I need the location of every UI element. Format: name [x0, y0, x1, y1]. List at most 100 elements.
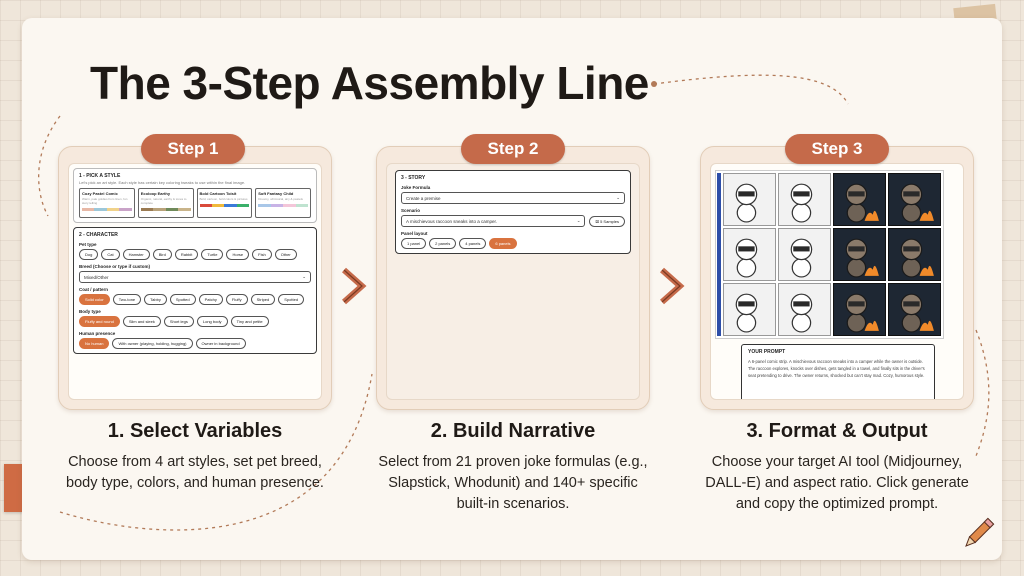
human-presence-chip[interactable]: No human — [79, 338, 110, 349]
coat-chip[interactable]: Solid color — [79, 294, 110, 305]
scenario-select[interactable]: A mischievous raccoon sneaks into a camp… — [401, 215, 586, 227]
raccoon-mask — [848, 246, 865, 252]
body-type-label: Body type — [79, 309, 101, 314]
coat-chip[interactable]: Spotted — [278, 294, 305, 305]
raccoon-illustration — [790, 293, 813, 333]
style-card-description: Organic, natural, earthy & tones to comp… — [140, 197, 187, 205]
raccoon-body — [846, 202, 867, 223]
prompt-title: YOUR PROMPT — [748, 349, 786, 355]
joke-formula-label: Joke Formula — [401, 185, 431, 190]
pet-type-chip[interactable]: Bird — [152, 249, 172, 260]
breed-select[interactable]: Mixed/Other ⌄ — [79, 271, 311, 283]
style-card-name: Soft Fantasy Child — [258, 191, 294, 196]
comic-panel-color — [888, 283, 941, 336]
raccoon-mask — [793, 191, 810, 197]
swatch-color — [258, 204, 271, 207]
pet-type-chip[interactable]: Turtle — [201, 249, 224, 260]
panel-layout-chip[interactable]: 6 panels — [489, 238, 517, 249]
raccoon-body — [846, 257, 867, 278]
comic-panel-sketch — [723, 228, 776, 281]
raccoon-illustration — [735, 293, 758, 333]
dice-icon: ⚄ — [595, 218, 599, 224]
samples-button[interactable]: ⚄ 5 Samples — [589, 215, 625, 227]
comic-panel-color — [833, 228, 886, 281]
comic-panel-sketch — [778, 173, 831, 226]
swatch-color — [295, 204, 308, 207]
step-1-description: Choose from 4 art styles, set pet breed,… — [66, 454, 324, 491]
color-swatch — [82, 208, 132, 211]
step-2-heading: 2. Build Narrative — [430, 420, 596, 442]
campfire-shape — [919, 210, 934, 221]
style-card-name: Bold Cartoon Toisit — [199, 191, 237, 196]
chevron-down-icon: ⌄ — [576, 218, 581, 223]
raccoon-mask — [738, 246, 755, 252]
comic-panel-color — [888, 173, 941, 226]
pet-type-chip[interactable]: Hamster — [122, 249, 150, 260]
coat-chip[interactable]: Tabby — [144, 294, 167, 305]
campfire-shape — [919, 265, 934, 276]
style-card-description: Warm, pale goldies from linen, fun story… — [82, 197, 128, 205]
comic-panel-color — [833, 173, 886, 226]
raccoon-body — [736, 202, 757, 223]
story-title: 3 - STORY — [401, 175, 426, 181]
color-swatch — [140, 208, 191, 211]
color-swatch — [199, 204, 250, 207]
panel-layout-chip[interactable]: 2 panels — [429, 238, 457, 249]
coat-chip[interactable]: Fluffy — [225, 294, 248, 305]
coat-chip[interactable]: Two-tone — [112, 294, 142, 305]
raccoon-mask — [903, 301, 920, 307]
raccoon-body — [791, 202, 812, 223]
joke-formula-select[interactable]: Create a premise ⌄ — [401, 192, 625, 204]
campfire-shape — [864, 320, 879, 331]
pet-type-chip[interactable]: Cat — [101, 249, 120, 260]
coat-chip[interactable]: Spotted — [169, 294, 196, 305]
style-card-description: Bold, cartoon, bold colors & pictures — [199, 197, 248, 201]
swatch-color — [236, 204, 250, 207]
pet-type-chip[interactable]: Fish — [252, 249, 272, 260]
page-title: The 3-Step Assembly Line — [90, 57, 649, 109]
pet-type-chip[interactable]: Horse — [226, 249, 250, 260]
human-presence-chip[interactable]: With owner (playing, holding, hugging) — [112, 338, 193, 349]
comic-thumbnail-grid — [715, 170, 944, 339]
body-type-chip[interactable]: Fluffy and round — [79, 316, 120, 327]
scenario-label: Scenario — [401, 208, 421, 213]
step-3-panel: YOUR PROMPT A 6-panel comic strip. A mis… — [700, 146, 974, 410]
comic-panel-sketch — [778, 283, 831, 336]
pick-style-subtitle: Let's pick an art style. Each style has … — [79, 180, 246, 185]
body-type-chip[interactable]: Long body — [196, 316, 228, 327]
step-3-heading: 3. Format & Output — [746, 420, 928, 442]
prompt-output-box[interactable]: YOUR PROMPT A 6-panel comic strip. A mis… — [741, 344, 935, 399]
panel-layout-chip[interactable]: 4 panels — [459, 238, 487, 249]
swatch-color — [82, 208, 95, 211]
campfire-shape — [864, 265, 879, 276]
raccoon-body — [846, 312, 867, 333]
coat-chip[interactable]: Patchy — [198, 294, 223, 305]
body-type-chip[interactable]: Slim and sleek — [122, 316, 161, 327]
pet-type-chip[interactable]: Other — [274, 249, 297, 260]
color-swatch — [258, 204, 308, 207]
swatch-color — [140, 208, 154, 211]
panel-layout-chip[interactable]: 1 panel — [401, 238, 427, 249]
human-presence-chip[interactable]: Owner in background — [195, 338, 246, 349]
step-3-screenshot: YOUR PROMPT A 6-panel comic strip. A mis… — [710, 163, 964, 400]
pet-type-chip[interactable]: Dog — [79, 249, 99, 260]
swatch-color — [153, 208, 166, 211]
body-type-chip[interactable]: Short legs — [163, 316, 194, 327]
connector-title-to-notes — [653, 74, 849, 105]
joke-formula-value: Create a premise — [406, 195, 441, 201]
chevron-down-icon: ⌄ — [616, 195, 620, 200]
samples-button-label: 5 Samples — [600, 218, 619, 224]
step-2-screenshot: 3 - STORY Joke Formula Create a premise … — [386, 163, 640, 400]
coat-chip[interactable]: Striped — [250, 294, 276, 305]
raccoon-body — [736, 312, 757, 333]
body-type-chip[interactable]: Tiny and petite — [230, 316, 269, 327]
raccoon-body — [791, 312, 812, 333]
prompt-body: A 6-panel comic strip. A mischievous rac… — [748, 359, 925, 378]
pet-type-chip[interactable]: Rabbit — [174, 249, 199, 260]
